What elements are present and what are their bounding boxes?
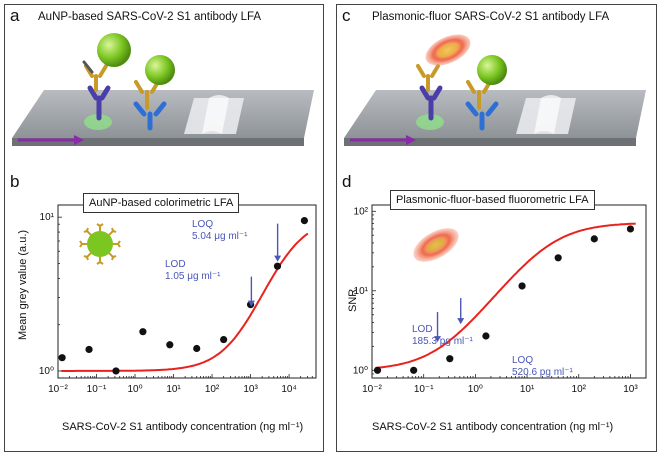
data-point-d: [410, 366, 418, 374]
y-tick-label-b: 10¹: [40, 212, 55, 223]
control-antibody-icon: [133, 80, 167, 131]
aunp-particle-icon-2: [145, 55, 175, 85]
x-tick-label-d: 10¹: [520, 384, 535, 395]
strip-illustration-a: [12, 33, 314, 146]
fit-curve-d: [375, 222, 636, 369]
data-point-d: [446, 355, 454, 363]
panel-title-a: AuNP-based SARS-CoV-2 S1 antibody LFA: [38, 11, 262, 23]
data-point-d: [554, 254, 562, 262]
y-tick-label-d: 10¹: [354, 286, 369, 297]
x-tick-label-b: 10⁻²: [48, 384, 68, 395]
panel-label-a: a: [10, 6, 20, 25]
x-tick-label-d: 10⁻¹: [414, 384, 434, 395]
data-point-b: [85, 345, 93, 354]
y-tick-label-d: 10⁰: [353, 365, 368, 376]
ylabel-d: SNR: [347, 288, 359, 312]
x-tick-label-d: 10²: [572, 384, 587, 395]
data-point-d: [518, 282, 526, 290]
test-line-spot-c: [416, 114, 444, 130]
aunp-particle-icon-c: [477, 55, 507, 85]
data-point-b: [166, 341, 174, 349]
x-tick-label-b: 10³: [243, 384, 258, 395]
data-point-b: [193, 344, 201, 353]
data-point-b: [300, 217, 309, 225]
data-point-d: [482, 332, 490, 340]
loq-arrowhead-d: [457, 318, 465, 325]
xlabel-d: SARS-CoV-2 S1 antibody concentration (ng…: [372, 421, 614, 433]
legend-b: AuNP-based colorimetric LFA: [83, 193, 240, 213]
data-point-b: [112, 367, 120, 375]
lod-arrowhead-b: [247, 300, 255, 307]
x-tick-label-b: 10⁻¹: [87, 384, 107, 395]
x-tick-label-d: 10³: [623, 384, 638, 395]
data-point-d: [373, 366, 382, 374]
data-point-b: [273, 262, 282, 270]
x-tick-label-b: 10⁴: [281, 384, 296, 395]
data-point-b: [220, 335, 228, 344]
y-tick-label-b: 10⁰: [39, 366, 54, 377]
panel-label-d: d: [342, 172, 352, 191]
x-tick-label-d: 10⁰: [468, 384, 483, 395]
test-line-spot: [84, 114, 112, 130]
panel-label-c: c: [342, 6, 351, 25]
data-point-b: [58, 354, 66, 362]
x-tick-label-b: 10⁰: [127, 384, 142, 395]
aunp-antibody-icon: [79, 223, 121, 265]
plasmonic-fluor-antibody-icon: [413, 228, 459, 262]
control-antibody-icon-c: [465, 80, 499, 131]
data-point-b: [139, 328, 147, 336]
plasmonic-fluor-icon: [425, 34, 471, 66]
x-tick-label-b: 10¹: [166, 384, 181, 395]
data-point-d: [626, 225, 635, 233]
x-tick-label-d: 10⁻²: [362, 384, 382, 395]
lod-arrowhead-d: [434, 336, 442, 343]
strip-illustration-c: [344, 34, 646, 146]
panel-label-b: b: [10, 172, 20, 191]
capture-antibody-icon: [87, 85, 111, 121]
y-tick-label-d: 10²: [354, 206, 369, 217]
data-point-d: [590, 235, 598, 243]
capture-antibody-icon-c: [416, 64, 443, 121]
antibody-icon: [82, 60, 108, 92]
aunp-particle-icon: [97, 33, 131, 67]
panel-title-c: Plasmonic-fluor SARS-CoV-2 S1 antibody L…: [372, 11, 610, 23]
x-tick-label-b: 10²: [205, 384, 220, 395]
xlabel-b: SARS-CoV-2 S1 antibody concentration (ng…: [62, 421, 304, 433]
loq-arrowhead-b: [274, 255, 282, 262]
fit-curve-b: [61, 232, 309, 372]
legend-d: Plasmonic-fluor-based fluorometric LFA: [390, 190, 595, 210]
